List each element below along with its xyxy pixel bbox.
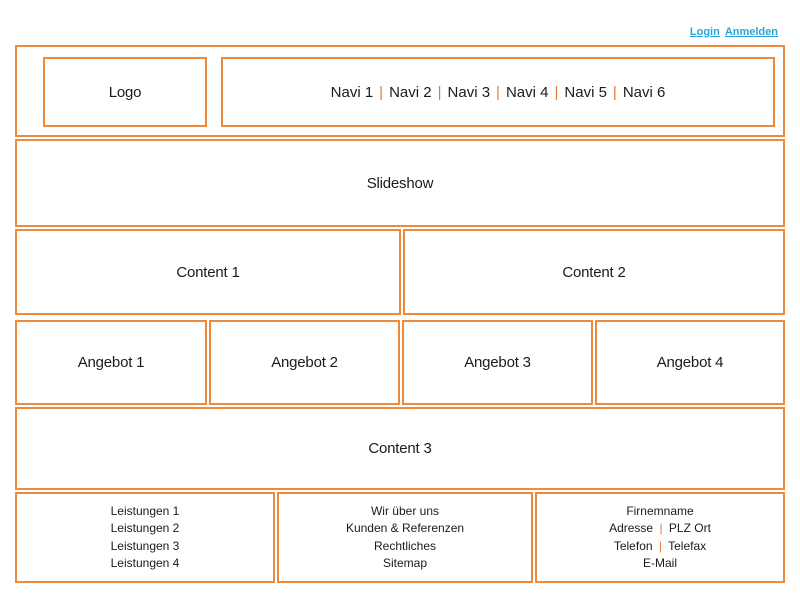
angebot-3-label: Angebot 3 bbox=[464, 354, 531, 371]
footer-item[interactable]: Firnemname bbox=[626, 503, 694, 518]
footer-item[interactable]: Sitemap bbox=[382, 556, 428, 570]
footer-item[interactable]: E-Mail bbox=[642, 556, 677, 570]
nav-separator: | bbox=[496, 83, 500, 101]
nav-item-5[interactable]: Navi 5 bbox=[564, 83, 607, 101]
angebot-3-section: Angebot 3 bbox=[402, 320, 593, 405]
login-links: Login Anmelden bbox=[690, 26, 778, 38]
nav-item-1[interactable]: Navi 1 bbox=[330, 83, 374, 101]
footer-item[interactable]: Kunden & Referenzen bbox=[345, 521, 465, 535]
angebot-4-section: Angebot 4 bbox=[595, 320, 785, 405]
footer-item[interactable]: Telefon | Telefax bbox=[613, 538, 707, 553]
content-1-section: Content 1 bbox=[15, 229, 401, 315]
nav-separator: | bbox=[379, 83, 384, 101]
nav-separator: | bbox=[612, 83, 617, 101]
footer-column-leistungen: Leistungen 1 Leistungen 2 Leistungen 3 Leis… bbox=[15, 492, 275, 583]
content-2-label: Content 2 bbox=[562, 263, 626, 281]
nav-item-4[interactable]: Navi 4 bbox=[505, 83, 549, 101]
navigation-box: Navi 1 | Navi 2 | Navi 3 | Navi 4 | Navi 5 | Navi … bbox=[221, 57, 775, 127]
angebot-2-label: Angebot 2 bbox=[271, 354, 338, 371]
angebot-1-label: Angebot 1 bbox=[77, 354, 145, 371]
pipe-separator: | bbox=[659, 521, 663, 535]
footer-item[interactable]: Leistungen 1 bbox=[110, 503, 180, 518]
content-1-label: Content 1 bbox=[176, 263, 240, 281]
content-3-label: Content 3 bbox=[368, 440, 432, 457]
slideshow-label: Slideshow bbox=[366, 174, 434, 192]
content-3-section: Content 3 bbox=[15, 407, 785, 490]
pipe-separator: | bbox=[658, 538, 662, 553]
footer-item[interactable]: Leistungen 4 bbox=[110, 556, 180, 570]
nav-separator: | bbox=[437, 83, 442, 101]
logo-label: Logo bbox=[108, 83, 142, 101]
content-2-section: Content 2 bbox=[403, 229, 785, 315]
logo-box: Logo bbox=[43, 57, 207, 127]
footer-item[interactable]: Leistungen 2 bbox=[110, 521, 180, 535]
footer-item[interactable]: Leistungen 3 bbox=[110, 538, 180, 553]
angebot-4-label: Angebot 4 bbox=[656, 354, 724, 371]
nav-separator: | bbox=[554, 83, 559, 101]
angebot-1-section: Angebot 1 bbox=[15, 320, 207, 405]
anmelden-link[interactable]: Anmelden bbox=[724, 26, 778, 38]
login-link[interactable]: Login bbox=[689, 26, 720, 38]
nav-item-3[interactable]: Navi 3 bbox=[447, 83, 491, 101]
footer-item[interactable]: Wir über uns bbox=[370, 503, 440, 518]
header-section: Logo Navi 1 | Navi 2 | Navi 3 | Navi 4 | Navi 5 |… bbox=[15, 45, 785, 137]
nav-item-2[interactable]: Navi 2 bbox=[389, 83, 432, 101]
slideshow-section: Slideshow bbox=[15, 139, 785, 227]
angebot-2-section: Angebot 2 bbox=[209, 320, 400, 405]
footer-item[interactable]: Adresse | PLZ Ort bbox=[609, 521, 711, 535]
footer-item[interactable]: Rechtliches bbox=[373, 538, 437, 553]
nav-item-6[interactable]: Navi 6 bbox=[622, 83, 666, 101]
